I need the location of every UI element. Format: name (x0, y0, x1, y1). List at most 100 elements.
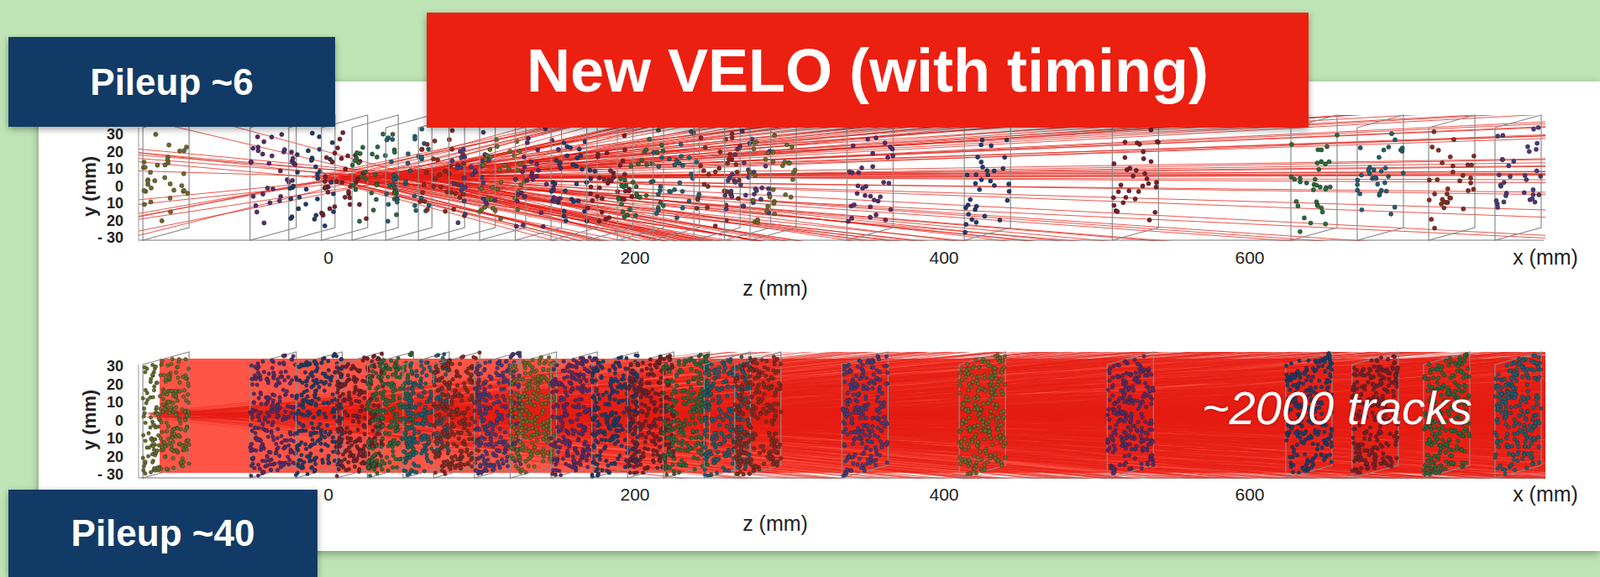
hit-dot (740, 204, 745, 209)
hit-dot (521, 154, 526, 159)
hit-dot (148, 185, 153, 190)
hit-dot (141, 188, 147, 193)
hit-dot (535, 173, 540, 179)
hit-dot (728, 152, 733, 157)
hit-dot (1503, 193, 1508, 198)
hit-dot (989, 143, 994, 148)
hit-dot (678, 141, 683, 147)
hit-dot (771, 201, 777, 206)
track-line (447, 175, 1546, 348)
hit-dot (498, 216, 503, 221)
hit-dot (713, 223, 718, 228)
hit-dot (849, 215, 854, 221)
hit-dot (1439, 160, 1444, 165)
hit-dot (152, 178, 158, 184)
hit-dot (604, 151, 609, 156)
hit-dot (278, 194, 284, 199)
hit-dot (723, 193, 728, 198)
hit-dot (755, 217, 760, 222)
hit-dot (876, 199, 881, 204)
hit-dot (1447, 154, 1453, 159)
hit-dot (1359, 207, 1364, 212)
hit-dot (1142, 171, 1147, 176)
hit-dot (668, 189, 673, 195)
hit-dot (260, 191, 265, 196)
hit-dot (529, 159, 534, 164)
hit-dot (771, 187, 776, 192)
hit-dot (678, 153, 683, 158)
hit-dot (315, 176, 320, 181)
hit-dot (734, 169, 740, 174)
track-line (363, 177, 1546, 366)
hit-dot (792, 167, 798, 173)
hit-dot (657, 188, 662, 193)
hit-dot (713, 169, 718, 174)
hit-dot (577, 146, 582, 152)
hit-dot (519, 183, 524, 188)
hit-dot (1445, 186, 1450, 191)
hit-dot (658, 184, 663, 189)
hit-dot (622, 178, 627, 183)
hit-dot (256, 148, 261, 153)
hit-dot (968, 197, 973, 202)
hit-dot (734, 162, 739, 167)
hit-dot (1289, 141, 1294, 147)
hit-dot (725, 178, 730, 183)
hit-dot (490, 205, 495, 210)
hit-dot (424, 141, 430, 147)
hit-dot (535, 147, 541, 153)
hit-dot (622, 172, 627, 177)
hit-dot (343, 167, 348, 172)
hit-dot (733, 152, 738, 158)
hit-dot (1400, 146, 1405, 151)
hit-dot (185, 190, 190, 195)
hit-dot (181, 171, 186, 176)
hit-dot (323, 174, 328, 179)
hit-dot (1435, 177, 1440, 182)
hit-dot (472, 168, 478, 174)
hit-dot (1495, 133, 1501, 138)
hit-dot (529, 171, 535, 176)
hit-dot (405, 151, 410, 156)
hit-dot (313, 164, 318, 169)
hit-dot (608, 168, 613, 174)
hit-dot (619, 183, 625, 188)
hit-dot (1450, 163, 1455, 168)
hit-dot (1317, 184, 1322, 189)
hit-dot (558, 166, 563, 171)
hit-dot (964, 222, 969, 227)
hit-dot (248, 159, 253, 164)
hit-dot (1006, 182, 1011, 187)
hit-dot (622, 147, 627, 153)
hit-dot (1438, 201, 1443, 206)
hit-dot (522, 164, 527, 169)
hit-dot (450, 158, 455, 163)
hit-dot (403, 179, 408, 184)
hit-dot (141, 202, 147, 207)
hit-dot (579, 167, 584, 172)
hit-dot (462, 154, 467, 159)
hit-dot (863, 183, 868, 189)
hit-dot (980, 137, 985, 142)
hit-dot (729, 188, 734, 194)
hit-dot (288, 149, 294, 154)
hit-dot (1131, 173, 1136, 179)
hit-dot (738, 183, 743, 188)
hit-dot (988, 178, 993, 184)
hit-dot (346, 189, 351, 195)
hit-dot (574, 181, 579, 186)
hit-dot (680, 205, 685, 210)
hit-dot (654, 211, 659, 216)
hit-dot (1495, 204, 1501, 210)
hit-dot (991, 168, 997, 174)
hit-dot (459, 183, 464, 188)
hit-dot (965, 173, 970, 178)
hit-dot (277, 198, 282, 203)
hit-dot (619, 201, 624, 206)
hit-dot (456, 220, 461, 226)
hit-dot (660, 148, 666, 153)
hit-dot (540, 224, 546, 229)
hit-dot (253, 203, 258, 208)
hit-dot (1440, 197, 1445, 202)
hit-dot (421, 182, 426, 187)
